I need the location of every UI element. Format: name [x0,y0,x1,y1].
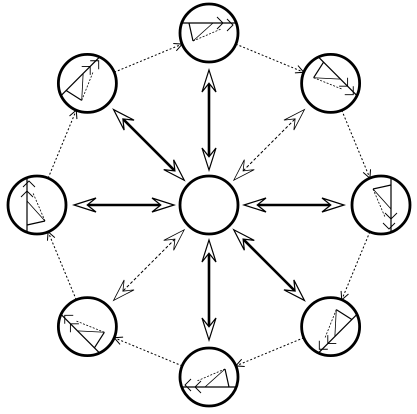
spoke-head-in-north-east [232,159,255,182]
ring-node-5 [6,174,68,236]
ring-link-4 [47,231,77,301]
spoke-shaft-south-west [122,238,176,292]
ring-link-7 [235,43,305,73]
ring-node-glyph-6 [60,56,100,101]
spoke-shaft-south-east [242,238,297,293]
ring-node-circle-6 [56,52,118,114]
ring-node-glyph-3 [182,368,236,394]
spoke-head-out-east [321,197,346,213]
spoke-head-out-south-east [283,279,306,302]
spoke-head-out-south [201,317,217,342]
spoke-north-east [232,108,306,182]
ring-node-circle-7 [178,2,240,64]
ring-nodes [6,2,412,408]
ring-node-glyph-2 [318,309,358,354]
ring-node-glyph-8 [313,56,358,96]
ring-link-3 [113,337,183,367]
ring-node-3 [178,346,240,408]
hub-node [178,174,240,236]
spoke-shaft-north-west [121,117,176,172]
ring-node-4 [56,296,118,358]
spoke-head-in-north-west [163,159,186,182]
spoke-head-in-south-west [163,228,186,251]
spoke-head-out-north-east [283,108,306,131]
ring-node-glyph-4 [60,314,105,354]
ring-node-glyph-7 [182,16,236,42]
spoke-south [201,238,217,342]
ring-node-circle-4 [56,296,118,358]
spoke-head-in-south-east [232,228,255,251]
spoke-head-in-east [242,197,267,213]
spoke-south-east [232,228,306,302]
ring-node-circle-5 [6,174,68,236]
spoke-head-out-north [201,68,217,93]
ring-node-7 [178,2,240,64]
spoke-east [242,197,346,213]
spoke-west [72,197,176,213]
ring-node-1 [350,174,412,236]
spoke-head-out-south-west [112,279,135,302]
spoke-north [201,68,217,172]
ring-link-2 [235,337,305,367]
spoke-shaft-north-east [242,118,296,172]
spoke-head-out-north-west [112,108,135,131]
ring-node-glyph-5 [20,178,46,232]
hub-group [178,174,240,236]
spoke-north-west [112,108,186,182]
ring-link-1 [341,231,371,301]
ring-node-6 [56,52,118,114]
ring-link-8 [341,109,371,179]
ring-link-5 [47,109,77,179]
spoke-head-in-west [151,197,176,213]
ring-node-circle-2 [300,296,362,358]
ring-node-8 [300,52,362,114]
ring-node-glyph-1 [372,178,398,232]
spoke-head-in-south [201,238,217,263]
ring-node-circle-3 [178,346,240,408]
ring-link-6 [113,43,183,73]
spoke-head-in-north [201,147,217,172]
ring-node-2 [300,296,362,358]
spokes [72,68,346,342]
ring-node-circle-1 [350,174,412,236]
spoke-head-out-west [72,197,97,213]
ring-node-circle-8 [300,52,362,114]
spoke-south-west [112,228,186,302]
